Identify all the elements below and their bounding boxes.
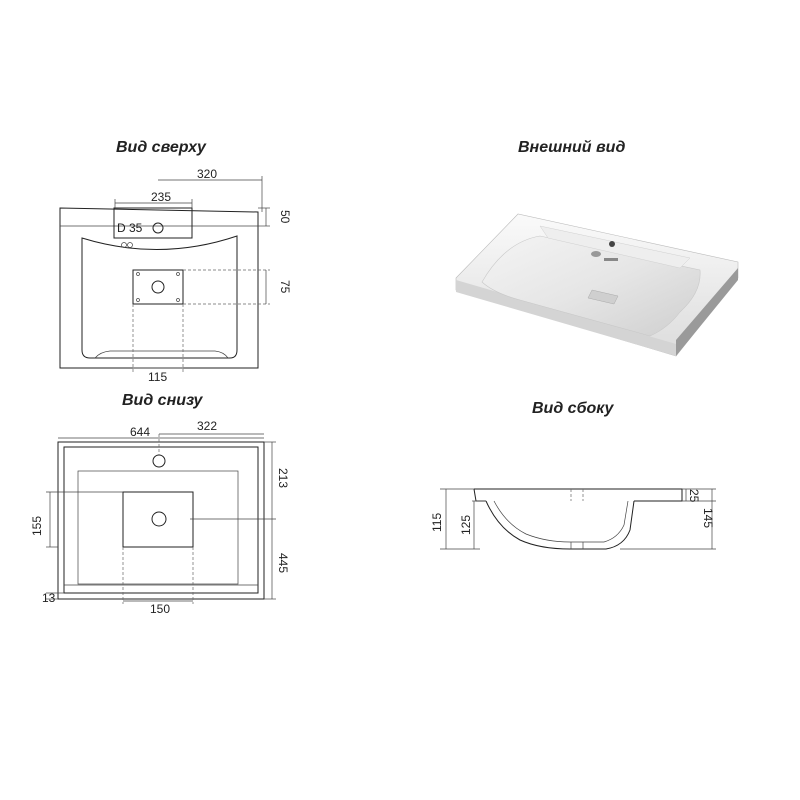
- top-view-drawing: [59, 176, 270, 372]
- dim-50: 50: [278, 210, 292, 224]
- bottom-view-drawing: [46, 433, 276, 604]
- title-external-view: Внешний вид: [518, 139, 626, 156]
- dim-235: 235: [151, 190, 171, 204]
- dim-320: 320: [197, 167, 217, 181]
- dim-155: 155: [30, 516, 44, 536]
- dim-145: 145: [701, 508, 715, 528]
- title-bottom-view: Вид снизу: [122, 392, 203, 409]
- title-top-view: Вид сверху: [116, 139, 206, 156]
- dim-322: 322: [197, 419, 217, 433]
- dim-445: 445: [276, 553, 290, 573]
- dim-d35: D 35: [117, 221, 143, 235]
- dim-644: 644: [130, 425, 150, 439]
- dim-13: 13: [42, 591, 56, 605]
- dim-150: 150: [150, 602, 170, 616]
- side-view-drawing: [440, 488, 716, 550]
- title-side-view: Вид сбоку: [532, 400, 614, 417]
- dim-213: 213: [276, 468, 290, 488]
- overflow-icon: [121, 242, 133, 248]
- dim-115-side: 115: [430, 513, 444, 532]
- sink-3d-render: [455, 213, 739, 357]
- dim-125: 125: [459, 515, 473, 535]
- dim-75: 75: [278, 280, 292, 294]
- dim-25: 25: [687, 489, 701, 503]
- dim-115-top: 115: [148, 370, 167, 384]
